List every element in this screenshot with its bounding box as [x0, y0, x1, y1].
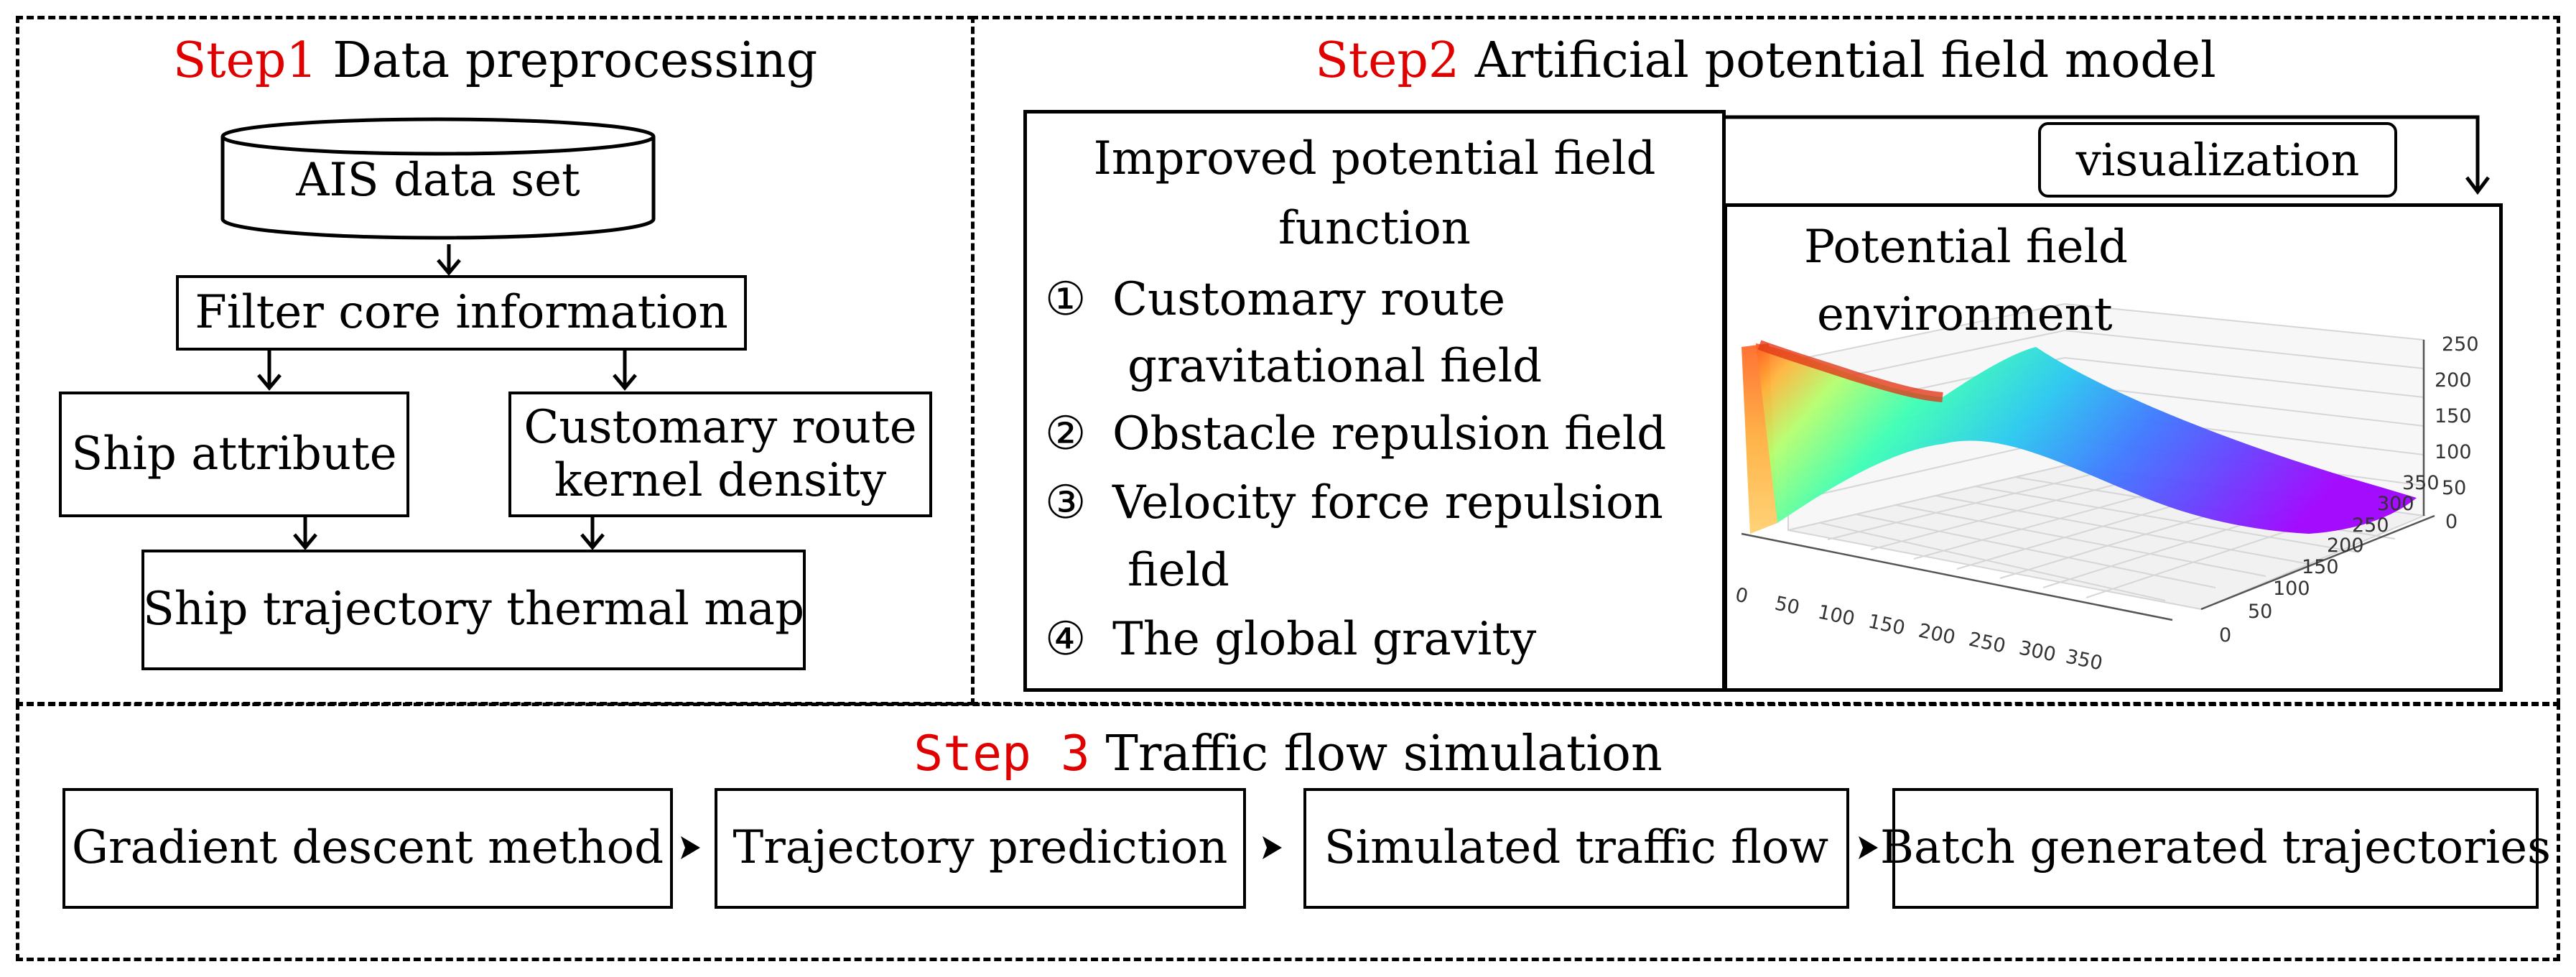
arrow-step3-3 [1859, 836, 1878, 859]
x-tick-300: 300 [2017, 637, 2058, 667]
y-tick-300: 300 [2377, 493, 2414, 515]
improved-title-line1: Improved potential field [1093, 132, 1656, 185]
x-tick-250: 250 [1967, 629, 2008, 658]
improved-potential-field-box [1023, 110, 1726, 692]
step1-title-text: Data preprocessing [333, 32, 818, 89]
ais-database-icon [220, 117, 656, 240]
step3-arrows [681, 836, 1878, 859]
simulated-traffic-flow-box: Simulated traffic flow [1303, 788, 1849, 909]
z-tick-200: 200 [2435, 369, 2472, 392]
step1-arrows [257, 244, 637, 550]
surface-ridge [1757, 340, 1943, 402]
y-tick-350: 350 [2402, 472, 2440, 494]
y-tick-100: 100 [2273, 578, 2310, 600]
item-4-number: ④ [1045, 613, 1087, 666]
y-tick-0: 0 [2219, 624, 2231, 647]
step3-panel [16, 703, 2560, 961]
y-tick-150: 150 [2302, 556, 2339, 578]
arrow-step3-2 [1263, 836, 1282, 859]
item-2-number: ② [1045, 407, 1087, 460]
y-tick-200: 200 [2327, 534, 2364, 557]
z-tick-150: 150 [2435, 405, 2472, 427]
x-axis-ticks: 0 50 100 150 200 250 300 350 [1734, 584, 2105, 675]
visualization-label: visualization [2038, 122, 2397, 198]
item-3-line2: field [1127, 544, 1229, 597]
x-tick-150: 150 [1866, 611, 1907, 640]
x-tick-200: 200 [1917, 620, 1958, 649]
item-3-line1: Velocity force repulsion [1112, 476, 1663, 529]
item-2-line1: Obstacle repulsion field [1112, 407, 1667, 460]
step2-label: Step2 [1315, 32, 1460, 89]
item-1-cont: gravitational field [1127, 343, 1542, 389]
z-tick-100: 100 [2435, 441, 2472, 463]
step1-label: Step1 [172, 32, 317, 89]
plot-label-line2: environment [1817, 288, 2113, 341]
potential-surface [1742, 340, 2417, 534]
y-tick-250: 250 [2352, 514, 2389, 537]
x-tick-50: 50 [1773, 593, 1802, 619]
customary-route-line2: kernel density [554, 453, 887, 507]
step1-title: Step1 Data preprocessing [16, 32, 975, 89]
y-axis-ticks: 0 50 100 150 200 250 300 350 [2219, 472, 2440, 647]
step2-title: Step2 Artificial potential field model [971, 32, 2560, 89]
z-tick-0: 0 [2445, 511, 2458, 533]
batch-generated-trajectories-box: Batch generated trajectories [1880, 788, 2551, 909]
step3-title-text: Traffic flow simulation [1105, 726, 1663, 782]
ship-attribute-box: Ship attribute [59, 392, 409, 517]
z-tick-50: 50 [2442, 477, 2466, 499]
step3-title: Step 3 Traffic flow simulation [16, 726, 2560, 782]
trajectory-prediction-box: Trajectory prediction [715, 788, 1246, 909]
x-tick-0: 0 [1734, 584, 1750, 608]
y-tick-50: 50 [2248, 601, 2272, 623]
item-4-line1: The global gravity [1112, 613, 1537, 666]
item-1-line1: Customary route [1112, 273, 1506, 326]
item-3-cont: field [1127, 547, 1229, 593]
surface-main [1756, 343, 2417, 534]
plot-label-line1: Potential field [1804, 221, 2128, 274]
gradient-descent-box: Gradient descent method [62, 788, 673, 909]
item-1-line2: gravitational field [1127, 340, 1543, 393]
ais-data-set-label: AIS data set [296, 154, 580, 207]
customary-route-density-box: Customary route kernel density [508, 392, 932, 517]
filter-core-information-box: Filter core information [176, 275, 747, 351]
z-axis-ticks: 250 200 150 100 50 0 [2435, 333, 2479, 533]
potential-field-surface-chart: 250 200 150 100 50 0 0 50 100 150 200 25… [1734, 302, 2479, 675]
step2-title-text: Artificial potential field model [1474, 32, 2216, 89]
item-1-number: ① [1045, 273, 1087, 326]
item-3-number: ③ [1045, 476, 1087, 529]
visualization-connector [1724, 115, 2490, 195]
x-tick-350: 350 [2064, 646, 2105, 675]
customary-route-line1: Customary route [524, 400, 917, 454]
x-tick-100: 100 [1816, 601, 1857, 631]
z-tick-250: 250 [2442, 333, 2479, 356]
improved-title-line2: function [1278, 202, 1471, 255]
ship-trajectory-thermal-map-box: Ship trajectory thermal map [141, 550, 806, 670]
arrow-step3-1 [681, 836, 700, 859]
step3-label: Step 3 [913, 726, 1090, 782]
